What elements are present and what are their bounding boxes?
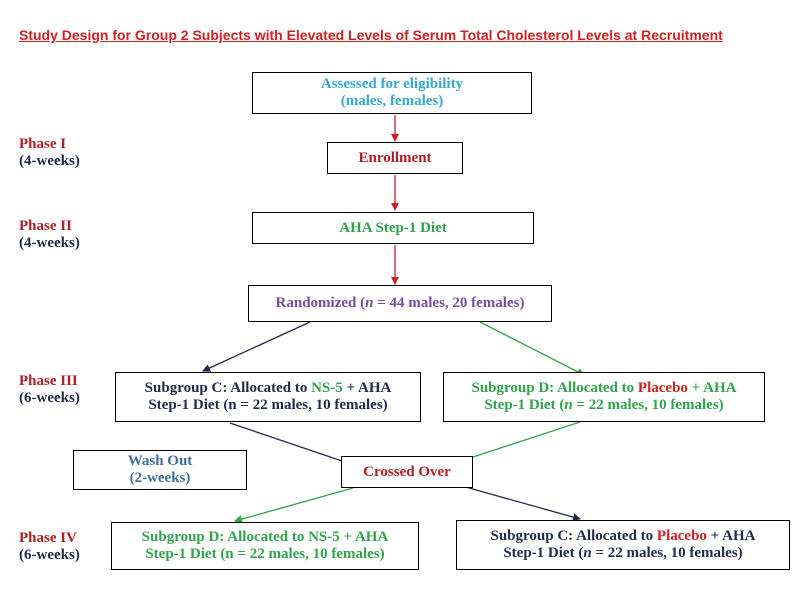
arrow-crossover-to-subgroup-c2 [461, 485, 581, 521]
subgroup-c2-n: n [583, 545, 592, 561]
diagram-title: Study Design for Group 2 Subjects with E… [19, 27, 723, 43]
crossed-over-label: Crossed Over [363, 463, 451, 480]
diet-box: AHA Step-1 Diet [252, 212, 534, 244]
subgroup-c2-line2: Step-1 Diet (n = 22 males, 10 females) [503, 545, 742, 562]
arrow-crossover-to-subgroup-d2 [234, 487, 354, 523]
subgroup-d-line2b: = 22 males, 10 females) [572, 397, 724, 413]
phase-2-duration: (4-weeks) [19, 235, 80, 251]
subgroup-c-drug: NS-5 [311, 380, 343, 396]
washout-line1: Wash Out [127, 453, 193, 469]
phase-4-duration: (6-weeks) [19, 547, 80, 563]
subgroup-c2-box: Subgroup C: Allocated to Placebo + AHA S… [456, 520, 790, 570]
subgroup-d-drug: Placebo [637, 380, 688, 396]
eligibility-line2: (males, females) [340, 93, 444, 109]
arrow-randomized-to-subgroup-d [479, 321, 585, 376]
subgroup-d-box: Subgroup D: Allocated to Placebo + AHA S… [443, 372, 765, 422]
line-subgroup-d-to-crossover [469, 421, 581, 459]
phase-1-duration: (4-weeks) [19, 153, 80, 169]
washout-line2: (2-weeks) [129, 470, 191, 486]
washout-box: Wash Out (2-weeks) [73, 450, 247, 490]
enrollment-box: Enrollment [327, 142, 463, 174]
phase-3-label: Phase III (6-weeks) [19, 373, 80, 407]
phase-1-label: Phase I (4-weeks) [19, 136, 80, 170]
randomized-label: Randomized (n = 44 males, 20 females) [276, 295, 525, 312]
phase-4-label: Phase IV (6-weeks) [19, 530, 80, 564]
crossed-over-box: Crossed Over [341, 456, 473, 488]
subgroup-d-n: n [564, 397, 573, 413]
subgroup-c2-line2a: Step-1 Diet ( [503, 545, 584, 561]
subgroup-c-line1: Subgroup C: Allocated to NS-5 + AHA [145, 380, 392, 397]
subgroup-d-pre: Subgroup D: Allocated to [471, 380, 638, 396]
subgroup-d2-line2: Step-1 Diet (n = 22 males, 10 females) [145, 546, 385, 562]
eligibility-line1: Assessed for eligibility [320, 76, 464, 92]
enrollment-label: Enrollment [358, 149, 432, 166]
subgroup-d-line1: Subgroup D: Allocated to Placebo + AHA [472, 380, 737, 397]
subgroup-c-pre: Subgroup C: Allocated to [144, 380, 312, 396]
subgroup-c2-drug: Placebo [656, 528, 707, 544]
phase-1-name: Phase I [19, 136, 67, 152]
subgroup-d-post: + AHA [687, 380, 737, 396]
subgroup-d2-line1: Subgroup D: Allocated to NS-5 + AHA [141, 529, 389, 545]
subgroup-c-line2: Step-1 Diet (n = 22 males, 10 females) [148, 397, 388, 413]
randomized-box: Randomized (n = 44 males, 20 females) [248, 285, 552, 322]
subgroup-c-box: Subgroup C: Allocated to NS-5 + AHA Step… [115, 372, 421, 422]
phase-2-name: Phase II [19, 218, 72, 234]
phase-2-label: Phase II (4-weeks) [19, 218, 80, 252]
subgroup-c2-post: + AHA [706, 528, 756, 544]
subgroup-d-line2: Step-1 Diet (n = 22 males, 10 females) [484, 397, 723, 414]
randomized-n: n [365, 295, 374, 311]
diet-label: AHA Step-1 Diet [339, 219, 447, 236]
phase-3-name: Phase III [19, 373, 78, 389]
subgroup-c2-pre: Subgroup C: Allocated to [490, 528, 657, 544]
phase-4-name: Phase IV [19, 530, 77, 546]
phase-3-duration: (6-weeks) [19, 390, 80, 406]
subgroup-d-line2a: Step-1 Diet ( [484, 397, 565, 413]
subgroup-c2-line1: Subgroup C: Allocated to Placebo + AHA [491, 528, 756, 545]
line-subgroup-c-to-crossover [229, 422, 346, 463]
eligibility-box: Assessed for eligibility (males, females… [252, 72, 532, 114]
subgroup-d2-box: Subgroup D: Allocated to NS-5 + AHA Step… [111, 522, 419, 570]
subgroup-c-post: + AHA [342, 380, 392, 396]
subgroup-c2-line2b: = 22 males, 10 females) [591, 545, 743, 561]
randomized-prefix: Randomized ( [275, 295, 366, 311]
arrow-randomized-to-subgroup-c [202, 321, 311, 372]
randomized-rest: = 44 males, 20 females) [373, 295, 525, 311]
